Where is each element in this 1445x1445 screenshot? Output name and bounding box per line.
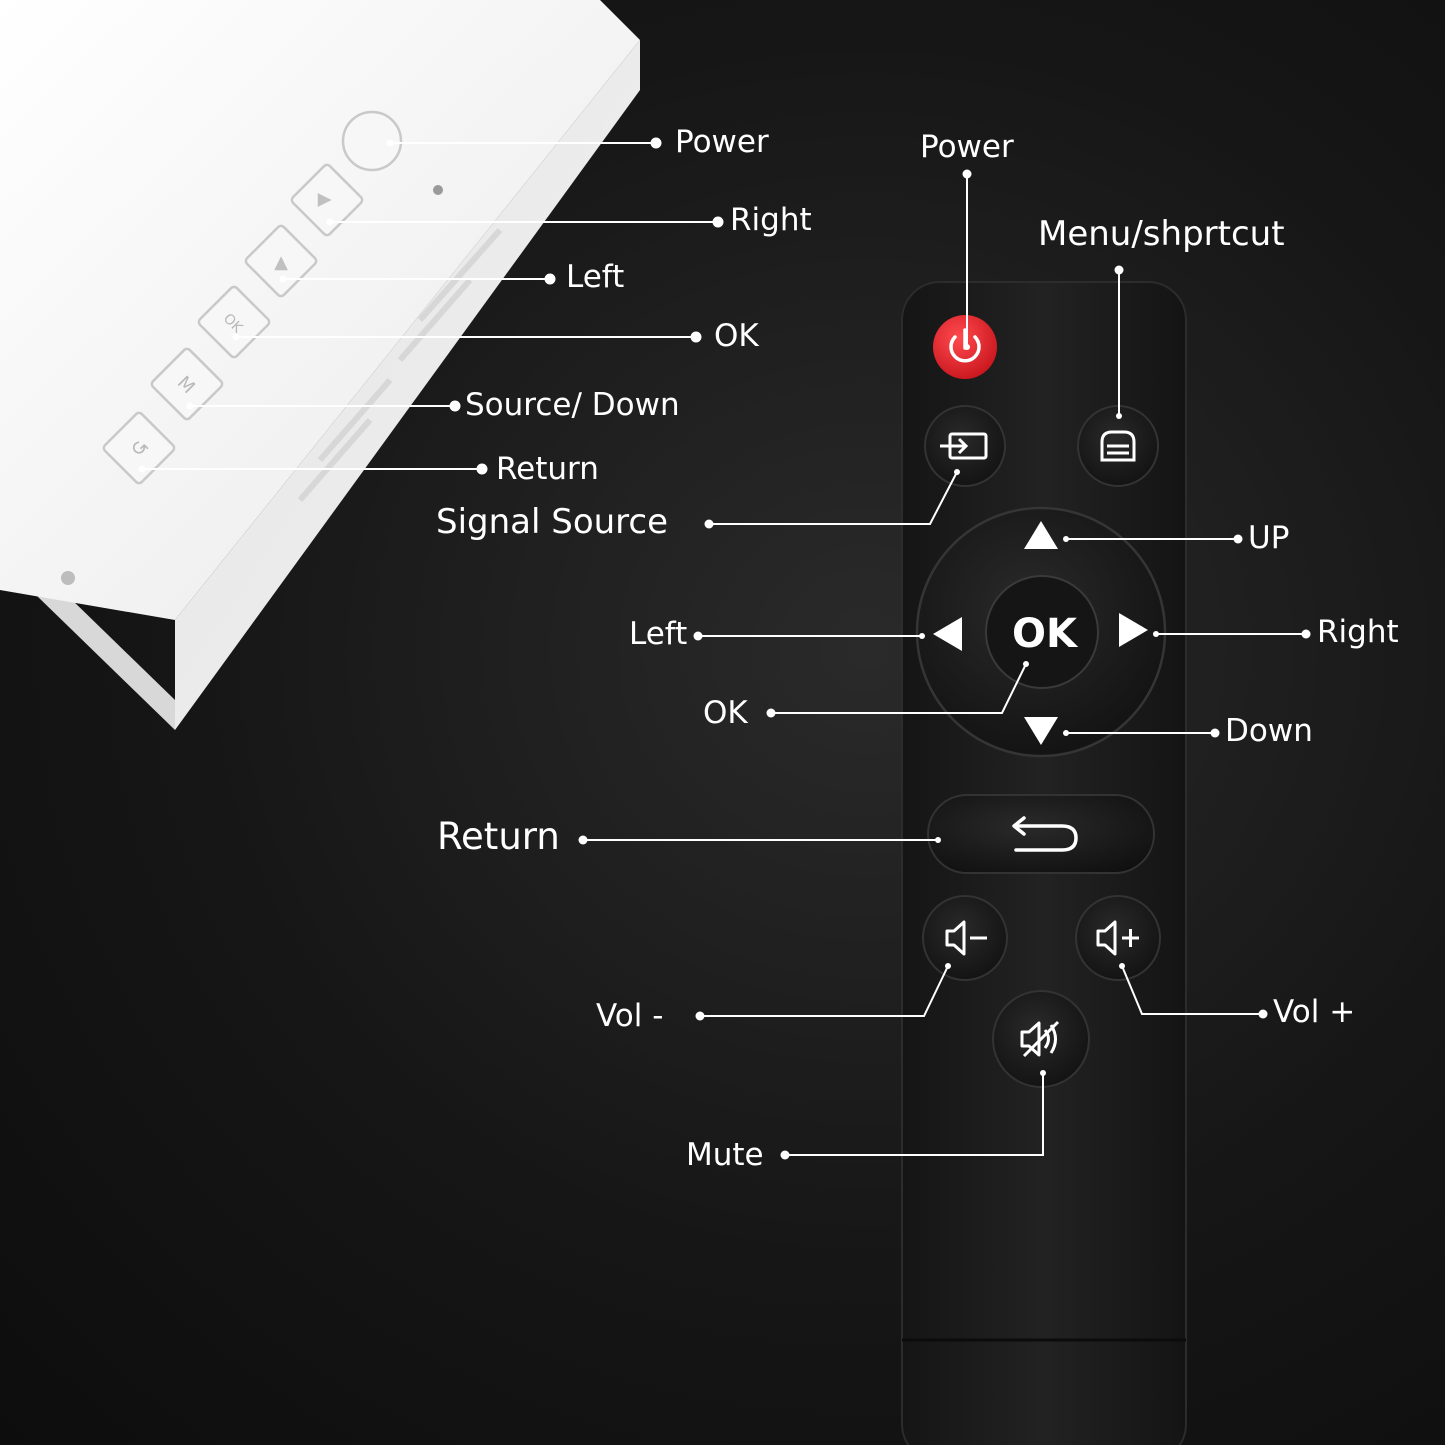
projector-power-key[interactable]: [341, 110, 403, 172]
remote-vol-up-button[interactable]: [1075, 895, 1161, 981]
dpad-down-arrow-icon[interactable]: [1024, 717, 1058, 745]
projector-label-right: Right: [730, 202, 812, 238]
remote-label-vol-up: Vol +: [1273, 994, 1356, 1030]
remote-ok-button[interactable]: [985, 575, 1099, 689]
projector-port: [61, 571, 75, 585]
remote-label-left: Left: [629, 616, 688, 652]
projector-key-return[interactable]: ↺: [102, 411, 176, 485]
remote-label-right: Right: [1317, 614, 1399, 650]
menu-icon: [1100, 430, 1136, 462]
ok-button-label: OK: [1012, 611, 1077, 657]
projector-leader-lines: [138, 137, 724, 475]
projector-key-source-down[interactable]: M: [150, 347, 224, 421]
return-arrow-icon: [1012, 816, 1078, 852]
speaker-mute-icon: [1020, 1020, 1060, 1058]
remote-control: [901, 281, 1187, 1445]
remote-return-button[interactable]: [927, 794, 1155, 874]
projector-label-left: Left: [566, 259, 625, 295]
dpad-left-arrow-icon[interactable]: [933, 617, 962, 651]
projector-front-face: [175, 40, 640, 730]
projector-label-return: Return: [496, 451, 599, 487]
projector-vents: [297, 228, 503, 502]
speaker-minus-icon: [945, 920, 987, 956]
remote-label-power: Power: [920, 129, 1014, 165]
remote-label-menu: Menu/shprtcut: [1038, 214, 1285, 254]
projector-label-power: Power: [675, 124, 769, 160]
triangle-icon: ▲: [315, 193, 336, 207]
speaker-plus-icon: [1096, 920, 1139, 956]
projector-label-ok: OK: [714, 318, 759, 354]
remote-label-mute: Mute: [686, 1137, 764, 1173]
projector-label-source-down: Source/ Down: [465, 387, 680, 423]
projector-key-right[interactable]: ▲: [290, 163, 364, 237]
remote-label-up: UP: [1248, 520, 1290, 556]
remote-label-ok: OK: [703, 695, 748, 731]
remote-label-down: Down: [1225, 713, 1313, 749]
dpad-up-arrow-icon[interactable]: [1024, 521, 1058, 549]
input-source-icon: [940, 432, 988, 460]
triangle-icon: ▲: [274, 252, 288, 273]
projector-key-ok[interactable]: OK: [197, 285, 271, 359]
projector-indicator-dot: [433, 185, 443, 195]
remote-leader-lines: [583, 174, 1306, 1156]
remote-label-return: Return: [437, 815, 560, 858]
dpad-right-arrow-icon[interactable]: [1119, 613, 1148, 647]
projector: ▲ ▲ OK M ↺: [0, 0, 640, 730]
remote-label-vol-down: Vol -: [596, 998, 664, 1034]
remote-label-signal-source: Signal Source: [436, 502, 669, 542]
remote-leader-dots: [578, 169, 1311, 1160]
